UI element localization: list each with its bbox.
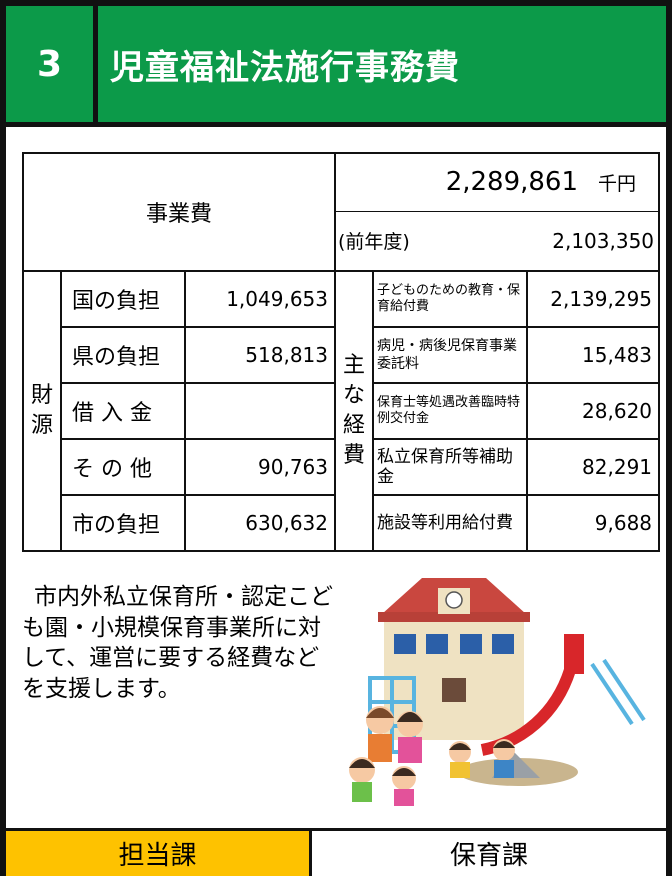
unit-label: 千円: [598, 172, 637, 195]
description-text: 市内外私立保育所・認定こども園・小規模保育事業所に対して、運営に要する経費などを…: [22, 584, 333, 702]
footer-left-border: [0, 828, 6, 876]
prev-year-label: (前年度): [338, 231, 410, 254]
total-cost-cell: 2,289,861 千円: [333, 152, 661, 212]
funding-item-label: 市の負担: [60, 494, 186, 552]
funding-label: 財源: [22, 270, 62, 552]
footer-bar: 担当課 保育課: [0, 828, 672, 876]
funding-item-value: 518,813: [184, 326, 336, 384]
responsible-dept-tag: 担当課: [6, 828, 312, 876]
project-cost-label: 事業費: [22, 152, 336, 272]
funding-item-label: そ の 他: [60, 438, 186, 496]
nursery-illustration: [349, 578, 646, 806]
expense-label-text: 主な経費: [342, 353, 365, 468]
expense-item-label: 施設等利用給付費: [372, 494, 528, 552]
funding-item-value: 630,632: [184, 494, 336, 552]
expense-item-label: 私立保育所等補助金: [372, 438, 528, 496]
expense-item-value: 2,139,295: [525, 270, 661, 328]
section-number: 3: [6, 6, 98, 122]
expense-item-value: 9,688: [525, 494, 661, 552]
funding-item-label: 国の負担: [60, 270, 186, 328]
funding-item-label: 県の負担: [60, 326, 186, 384]
funding-item-value: 1,049,653: [184, 270, 336, 328]
total-amount: 2,289,861: [445, 167, 579, 198]
prev-year-cell: (前年度) 2,103,350: [333, 210, 661, 272]
prev-year-amount: 2,103,350: [552, 228, 655, 253]
funding-label-text: 財源: [30, 383, 53, 438]
expense-label: 主な経費: [334, 270, 374, 552]
funding-item-label: 借 入 金: [60, 382, 186, 440]
section-header: 3 児童福祉法施行事務費: [6, 6, 666, 127]
section-title: 児童福祉法施行事務費: [110, 47, 460, 88]
responsible-dept-name: 保育課: [312, 828, 666, 876]
expense-item-label: 子どものための教育・保育給付費: [372, 270, 528, 328]
expense-item-label: 保育士等処遇改善臨時特例交付金: [372, 382, 528, 440]
funding-item-value: [184, 382, 336, 440]
children-image: [349, 706, 515, 806]
budget-table: 事業費 2,289,861 千円 (前年度) 2,103,350 財源 国の負担…: [22, 152, 661, 552]
expense-item-value: 82,291: [525, 438, 661, 496]
expense-item-label: 病児・病後児保育事業委託料: [372, 326, 528, 384]
funding-item-value: 90,763: [184, 438, 336, 496]
footer-right-border: [666, 828, 672, 876]
expense-item-value: 15,483: [525, 326, 661, 384]
expense-item-value: 28,620: [525, 382, 661, 440]
